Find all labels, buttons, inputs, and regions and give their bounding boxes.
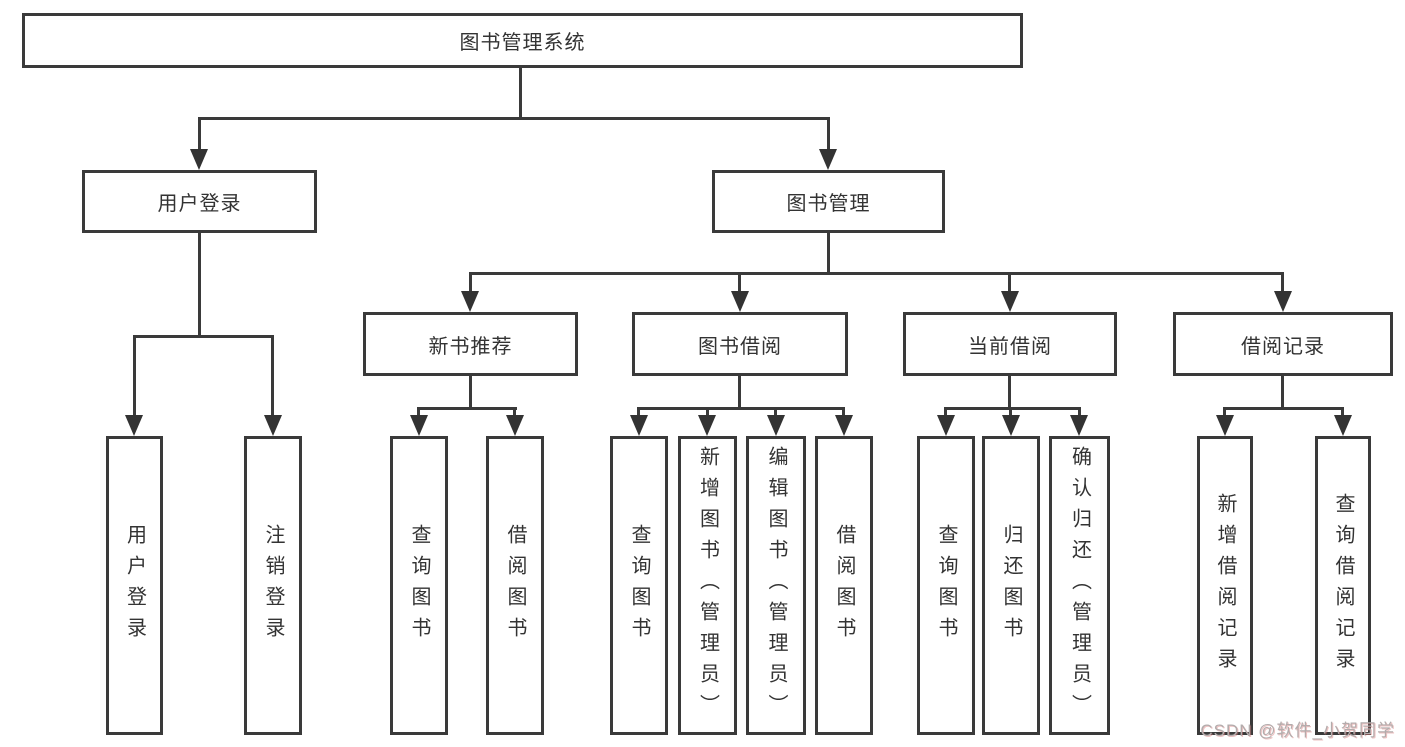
node-user-login: 用户登录 bbox=[82, 170, 317, 233]
connector-stem bbox=[1281, 272, 1284, 294]
group-book-borrowing-label: 图书借阅 bbox=[698, 335, 782, 358]
leaf-return-book: 归还图书 bbox=[982, 436, 1040, 735]
connector-rail bbox=[944, 407, 1081, 410]
arrow-down-icon bbox=[835, 415, 853, 436]
connector-stem bbox=[1223, 407, 1226, 418]
arrow-down-icon bbox=[190, 149, 208, 170]
leaf-logout: 注销登录 bbox=[244, 436, 302, 735]
connector-rail bbox=[637, 407, 845, 410]
group-book-borrowing: 图书借阅 bbox=[632, 312, 848, 376]
connector-stem bbox=[513, 407, 516, 418]
arrow-down-icon bbox=[767, 415, 785, 436]
group-new-book-recommend-label: 新书推荐 bbox=[428, 335, 513, 358]
arrow-down-icon bbox=[819, 149, 837, 170]
connector-root-trunk bbox=[519, 68, 522, 117]
leaf-edit-book-admin: 编辑图书（管理员） bbox=[746, 436, 806, 735]
connector-stem bbox=[469, 272, 472, 294]
leaf-query-books-recommend: 查询图书 bbox=[390, 436, 448, 735]
arrow-down-icon bbox=[1070, 415, 1088, 436]
csdn-watermark: CSDN @软件_小贺同学 bbox=[1200, 721, 1395, 740]
arrow-down-icon bbox=[1274, 291, 1292, 312]
leaf-confirm-return-admin: 确认归还（管理员） bbox=[1049, 436, 1110, 735]
connector-stem bbox=[706, 407, 709, 418]
connector-stem bbox=[827, 233, 830, 272]
connector-stem bbox=[1008, 376, 1011, 407]
leaf-query-books-borrowing: 查询图书 bbox=[610, 436, 668, 735]
group-current-borrowing: 当前借阅 bbox=[903, 312, 1117, 376]
node-book-management: 图书管理 bbox=[712, 170, 945, 233]
group-current-borrowing-label: 当前借阅 bbox=[968, 335, 1052, 358]
root-node-library-system: 图书管理系统 bbox=[22, 13, 1023, 68]
connector-level1-rail bbox=[198, 117, 830, 120]
leaf-borrow-books-recommend: 借阅图书 bbox=[486, 436, 544, 735]
leaf-query-borrow-record: 查询借阅记录 bbox=[1315, 436, 1371, 735]
arrow-down-icon bbox=[125, 415, 143, 436]
arrow-down-icon bbox=[1216, 415, 1234, 436]
connector-stem bbox=[637, 407, 640, 418]
connector-stem bbox=[1009, 407, 1012, 418]
connector-stem bbox=[1281, 376, 1284, 407]
connector-rail bbox=[418, 407, 517, 410]
node-book-management-label: 图书管理 bbox=[786, 193, 871, 215]
leaf-user-login: 用户登录 bbox=[106, 436, 163, 735]
root-node-label: 图书管理系统 bbox=[459, 32, 586, 54]
connector-stem bbox=[198, 117, 201, 152]
arrow-down-icon bbox=[630, 415, 648, 436]
connector-stem bbox=[842, 407, 845, 418]
connector-stem bbox=[1341, 407, 1344, 418]
connector-stem bbox=[271, 335, 274, 419]
group-borrow-records: 借阅记录 bbox=[1173, 312, 1393, 376]
connector-stem bbox=[738, 376, 741, 407]
node-user-login-label: 用户登录 bbox=[157, 193, 242, 215]
arrow-down-icon bbox=[461, 291, 479, 312]
arrow-down-icon bbox=[1001, 291, 1019, 312]
connector-stem bbox=[133, 335, 136, 419]
connector-rail bbox=[1223, 407, 1344, 410]
arrow-down-icon bbox=[264, 415, 282, 436]
connector-stem bbox=[1008, 272, 1011, 294]
arrow-down-icon bbox=[731, 291, 749, 312]
group-borrow-records-label: 借阅记录 bbox=[1241, 335, 1325, 358]
connector-level2-rail bbox=[469, 272, 1284, 275]
arrow-down-icon bbox=[1334, 415, 1352, 436]
arrow-down-icon bbox=[506, 415, 524, 436]
arrow-down-icon bbox=[937, 415, 955, 436]
connector-stem bbox=[774, 407, 777, 418]
leaf-borrow-books-borrowing: 借阅图书 bbox=[815, 436, 873, 735]
connector-stem bbox=[469, 376, 472, 407]
leaf-query-books-current: 查询图书 bbox=[917, 436, 975, 735]
group-new-book-recommend: 新书推荐 bbox=[363, 312, 578, 376]
connector-stem bbox=[827, 117, 830, 152]
connector-rail bbox=[133, 335, 274, 338]
connector-stem bbox=[417, 407, 420, 418]
arrow-down-icon bbox=[698, 415, 716, 436]
connector-stem bbox=[738, 272, 741, 294]
connector-stem bbox=[1078, 407, 1081, 418]
leaf-add-book-admin: 新增图书（管理员） bbox=[678, 436, 737, 735]
arrow-down-icon bbox=[1002, 415, 1020, 436]
arrow-down-icon bbox=[410, 415, 428, 436]
connector-stem bbox=[198, 233, 201, 335]
connector-stem bbox=[944, 407, 947, 418]
leaf-add-borrow-record: 新增借阅记录 bbox=[1197, 436, 1253, 735]
